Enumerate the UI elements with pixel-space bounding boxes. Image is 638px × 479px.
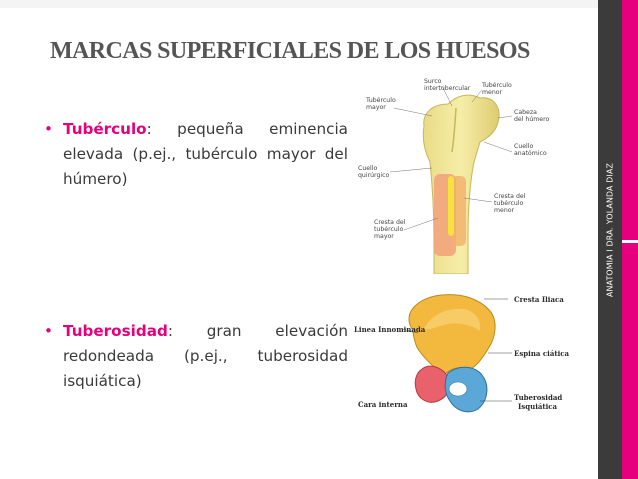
bicipital-groove xyxy=(451,107,457,153)
sidebar-footer-text: ANATOMIA I DRA. YOLANDA DIAZ xyxy=(605,162,615,298)
label-espina-ciatica: Espina ciática xyxy=(514,349,570,358)
leader-line xyxy=(497,115,513,119)
label-cabeza: del húmero xyxy=(514,115,550,123)
bullet-body: Tubérculo: pequeña eminencia elevada (p.… xyxy=(63,117,348,192)
leader-line xyxy=(471,89,483,103)
label-linea-innominada: Linea Innominada xyxy=(354,325,426,334)
label-cuello-quirurgico: quirúrgico xyxy=(358,171,390,179)
leader-line xyxy=(403,217,439,231)
label-tuberculo-menor: Tubérculo xyxy=(481,81,512,89)
ilium xyxy=(408,294,496,376)
ilium-inner-shade xyxy=(424,308,481,331)
leader-line xyxy=(483,141,513,153)
label-tuberculo-mayor: mayor xyxy=(366,104,386,111)
label-surco: intertubercular xyxy=(424,85,471,92)
leader-line xyxy=(393,107,433,117)
label-tuberculo-menor: menor xyxy=(482,89,503,96)
groove-highlight xyxy=(448,176,454,236)
humerus-illustration: Surco intertubercular Tubérculo menor Tu… xyxy=(358,78,550,275)
hip-bone-figure: Cresta Iliaca Linea Innominada Espina ci… xyxy=(352,289,572,415)
label-surco: Surco xyxy=(424,78,442,85)
crest-greater-highlight xyxy=(452,176,466,246)
label-cabeza: Cabeza xyxy=(514,109,537,116)
leader-line xyxy=(389,167,433,173)
label-cuello-anatomico: anatómico xyxy=(514,149,547,157)
label-cresta-menor: tubérculo xyxy=(494,199,524,207)
leader-line xyxy=(463,197,493,203)
label-cresta-iliaca: Cresta Iliaca xyxy=(514,295,564,304)
accent-divider xyxy=(622,240,638,243)
label-cresta-menor: Cresta del xyxy=(494,193,526,200)
slide-title: MARCAS SUPERFICIALES DE LOS HUESOS xyxy=(50,38,530,64)
label-cresta-mayor: mayor xyxy=(374,233,394,240)
leader-line xyxy=(401,328,419,334)
label-cara-interna: Cara interna xyxy=(358,400,408,409)
bullet-text: : gran elevación redondeada (p.ej., tube… xyxy=(63,322,348,390)
label-cresta-mayor: tubérculo xyxy=(374,225,404,233)
hip-bone-illustration: Cresta Iliaca Linea Innominada Espina ci… xyxy=(354,294,570,413)
label-cuello-quirurgico: Cuello xyxy=(358,165,377,172)
sidebar-band xyxy=(598,0,622,479)
pubis xyxy=(414,365,451,403)
accent-band xyxy=(622,0,638,479)
top-band xyxy=(0,0,598,8)
label-tuberculo-mayor: Tubérculo xyxy=(365,96,396,104)
bullet-tuberculo: • Tubérculo: pequeña eminencia elevada (… xyxy=(44,117,348,192)
bullet-term: Tubérculo xyxy=(63,120,147,138)
bullet-body: Tuberosidad: gran elevación redondeada (… xyxy=(63,319,348,394)
label-tuberosidad: Tuberosidad xyxy=(514,393,562,402)
label-tuberosidad: Isquiática xyxy=(518,402,558,411)
label-cresta-menor: menor xyxy=(494,207,515,214)
obturator-foramen xyxy=(448,381,468,397)
leader-line xyxy=(441,85,453,107)
label-cresta-mayor: Cresta del xyxy=(374,219,406,226)
bullet-term: Tuberosidad xyxy=(63,322,168,340)
bullet-marker: • xyxy=(44,322,53,340)
bullet-tuberosidad: • Tuberosidad: gran elevación redondeada… xyxy=(44,319,348,394)
humerus-figure: Surco intertubercular Tubérculo menor Tu… xyxy=(352,78,552,275)
label-cuello-anatomico: Cuello xyxy=(514,143,533,150)
bullet-text: : pequeña eminencia elevada (p.ej., tubé… xyxy=(63,120,348,188)
bullet-marker: • xyxy=(44,120,53,138)
